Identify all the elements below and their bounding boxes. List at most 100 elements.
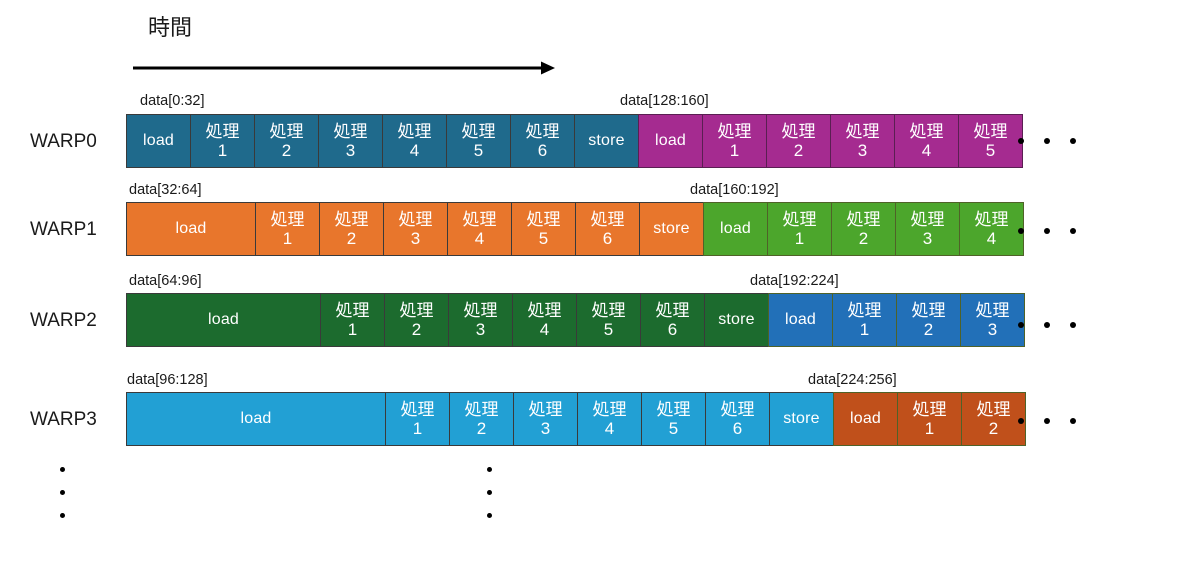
warp-row-label-3: WARP3 — [30, 409, 97, 430]
cell-index: 3 — [857, 141, 868, 160]
column-continuation-ellipsis-icon — [60, 467, 65, 518]
row-continuation-ellipsis-icon — [1018, 418, 1076, 424]
cell-index: 4 — [409, 141, 420, 160]
cell-label: 処理 — [909, 122, 944, 141]
warp-row-label-2: WARP2 — [30, 310, 97, 331]
timeline-cell-load[interactable]: load — [126, 293, 321, 347]
timeline-cell-store[interactable]: store — [574, 114, 639, 168]
cell-label: 処理 — [528, 400, 563, 419]
ellipsis-dot — [1044, 322, 1050, 328]
timeline-cell-load[interactable]: load — [126, 202, 256, 256]
cell-label: store — [653, 220, 690, 237]
ellipsis-dot — [1018, 138, 1024, 144]
cell-label: load — [142, 132, 175, 149]
column-continuation-ellipsis-icon — [487, 467, 492, 518]
right-arrow-icon — [133, 60, 555, 76]
timeline-cell-load[interactable]: load — [768, 293, 833, 347]
cell-label: 処理 — [526, 210, 561, 229]
timeline-cell-store[interactable]: store — [769, 392, 834, 446]
cell-label: 処理 — [911, 301, 946, 320]
timeline-cell-store[interactable]: store — [704, 293, 769, 347]
cell-label: load — [207, 311, 240, 328]
timeline-cell-load[interactable]: load — [126, 114, 191, 168]
timeline-cell-store[interactable]: store — [639, 202, 704, 256]
ellipsis-dot — [60, 490, 65, 495]
cell-label: 処理 — [464, 400, 499, 419]
cell-index: 2 — [411, 320, 422, 339]
ellipsis-dot — [1070, 322, 1076, 328]
timeline-cell-load[interactable]: load — [638, 114, 703, 168]
ellipsis-dot — [1070, 228, 1076, 234]
cell-label: 処理 — [398, 210, 433, 229]
cell-label: 処理 — [846, 210, 881, 229]
timeline-cell-load[interactable]: load — [126, 392, 386, 446]
data-range-caption: data[160:192] — [690, 182, 779, 198]
cell-index: 3 — [922, 229, 933, 248]
cell-label: 処理 — [590, 210, 625, 229]
cell-index: 2 — [988, 419, 999, 438]
cell-label: 処理 — [270, 210, 305, 229]
ellipsis-dot — [1018, 418, 1024, 424]
cell-index: 1 — [217, 141, 228, 160]
cell-index: 6 — [732, 419, 743, 438]
cell-index: 2 — [923, 320, 934, 339]
cell-index: 2 — [793, 141, 804, 160]
timeline-cell-load[interactable]: load — [703, 202, 768, 256]
cell-label: 処理 — [912, 400, 947, 419]
ellipsis-dot — [487, 513, 492, 518]
cell-index: 3 — [345, 141, 356, 160]
cell-index: 2 — [476, 419, 487, 438]
cell-index: 4 — [539, 320, 550, 339]
cell-label: 処理 — [205, 122, 240, 141]
cell-index: 6 — [667, 320, 678, 339]
ellipsis-dot — [1018, 322, 1024, 328]
cell-label: load — [784, 311, 817, 328]
cell-label: 処理 — [655, 301, 690, 320]
timeline-cell-load[interactable]: load — [833, 392, 898, 446]
data-range-caption: data[224:256] — [808, 372, 897, 388]
time-axis-label: 時間 — [148, 15, 193, 40]
cell-index: 4 — [604, 419, 615, 438]
cell-label: 処理 — [269, 122, 304, 141]
